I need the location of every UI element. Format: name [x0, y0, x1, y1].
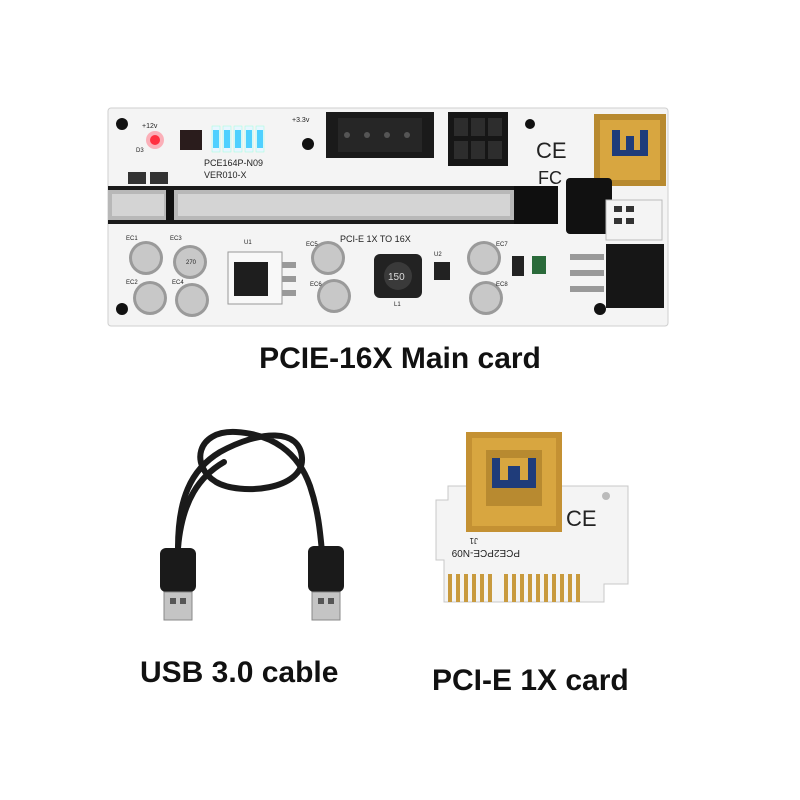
mounting-hole	[594, 303, 606, 315]
black-component	[512, 256, 524, 276]
mounting-hole	[525, 119, 535, 129]
ec8-label: EC8	[496, 282, 508, 288]
capacitor-group-left	[129, 241, 209, 317]
version-label: VER010-X	[204, 170, 247, 180]
side-power-connector	[606, 244, 664, 308]
ec7-label: EC7	[496, 242, 508, 248]
small-ic	[180, 130, 202, 150]
mounting-hole-small	[602, 492, 610, 500]
capacitor-group-middle	[311, 241, 351, 313]
usb-cable-caption: USB 3.0 cable	[140, 656, 339, 689]
j1-label: J1	[469, 536, 478, 545]
usb-plug-right-metal	[311, 591, 341, 621]
u2-label: U2	[434, 252, 442, 258]
pcie-1x-caption: PCI-E 1X card	[432, 664, 629, 697]
small-card-model: PCE2PCE-N09	[451, 547, 520, 558]
model-label: PCE164P-N09	[204, 158, 263, 168]
usb-plug-left-body	[160, 548, 196, 592]
mounting-hole	[302, 138, 314, 150]
u1-label: U1	[244, 240, 252, 246]
voltage-label: +12v	[142, 123, 158, 130]
capacitor-group-right	[467, 241, 503, 315]
ec6-label: EC6	[310, 282, 322, 288]
d3-label: D3	[136, 148, 144, 154]
ec2-label: EC2	[126, 280, 138, 286]
usb-plug-right-body	[308, 546, 344, 592]
inductor-label: 150	[388, 272, 405, 283]
cap-code-label: 270	[186, 260, 197, 266]
mounting-hole	[116, 303, 128, 315]
ec4-label: EC4	[172, 280, 184, 286]
black-connector	[566, 178, 612, 234]
ce-mark: CE	[536, 138, 567, 163]
usb-cable	[175, 428, 325, 555]
gold-fingers	[448, 574, 580, 602]
pcie-text: PCI-E 1X TO 16X	[340, 234, 411, 244]
fc-mark: FC	[538, 168, 562, 188]
red-led	[150, 135, 160, 145]
ec1-label: EC1	[126, 236, 138, 242]
main-card-caption: PCIE-16X Main card	[259, 342, 541, 375]
blue-led-array	[211, 125, 265, 153]
v33-label: +3.3v	[292, 117, 310, 124]
ec3-label: EC3	[170, 236, 182, 242]
ce-mark-small: CE	[566, 506, 597, 531]
ic-u2	[434, 262, 450, 280]
usb-plug-left-metal	[163, 591, 193, 621]
green-component	[532, 256, 546, 274]
ec5-label: EC5	[306, 242, 318, 248]
l1-label: L1	[394, 302, 401, 308]
mounting-hole	[116, 118, 128, 130]
